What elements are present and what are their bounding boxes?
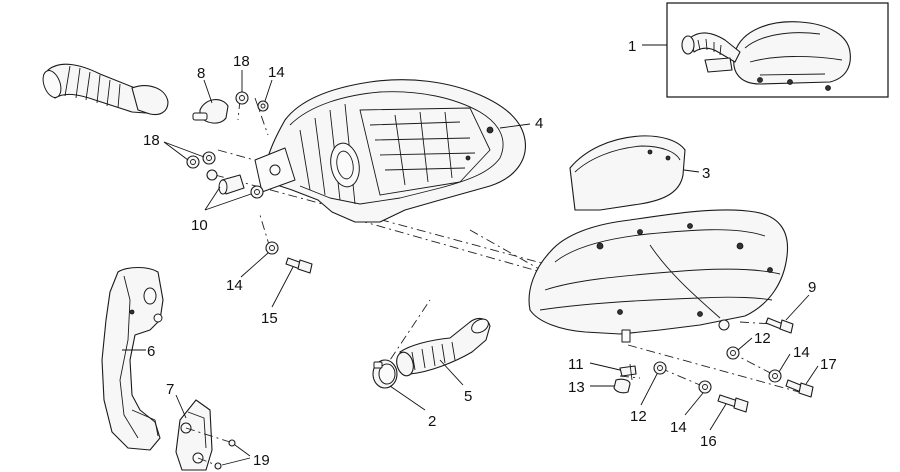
screws-19 (185, 427, 236, 470)
callout-16: 16 (700, 433, 717, 450)
callout-11: 11 (568, 356, 584, 373)
callout-6: 6 (147, 343, 155, 360)
callout-14-right: 14 (793, 344, 810, 361)
callout-9: 9 (808, 279, 816, 296)
callout-14-lower: 14 (670, 419, 687, 436)
callout-15: 15 (261, 310, 278, 327)
callout-18-left: 18 (143, 132, 160, 149)
callout-17: 17 (820, 356, 837, 373)
callout-13: 13 (568, 379, 585, 396)
callout-19: 19 (253, 452, 270, 469)
callout-numbers: 1 8 18 14 4 18 3 10 14 15 9 6 12 14 17 1… (143, 38, 837, 469)
duct-clamp (372, 359, 398, 389)
inset-assembled-airbox (666, 2, 889, 98)
callout-10: 10 (191, 217, 208, 234)
callout-2: 2 (428, 413, 436, 430)
callout-14-top: 14 (268, 64, 285, 81)
leader-lines (122, 44, 819, 466)
callout-18-top: 18 (233, 53, 250, 70)
mounting-plate (175, 399, 213, 471)
callout-5: 5 (464, 388, 472, 405)
bolt-15-group (265, 241, 313, 274)
intake-duct (396, 317, 491, 377)
callout-3: 3 (702, 165, 710, 182)
airbox-cover (528, 209, 789, 343)
callout-1: 1 (628, 38, 636, 55)
air-filter-element (569, 135, 686, 211)
callout-7: 7 (166, 381, 174, 398)
housing-hardware (186, 91, 269, 199)
airbox-housing (254, 79, 526, 223)
callout-12-lower: 12 (630, 408, 647, 425)
intake-snorkel (42, 63, 169, 116)
callout-14-mid: 14 (226, 277, 243, 294)
lower-hardware (613, 317, 814, 413)
duct-bracket (101, 266, 164, 451)
callout-12-right: 12 (754, 330, 771, 347)
callout-4: 4 (535, 115, 543, 132)
callout-8: 8 (197, 65, 205, 82)
